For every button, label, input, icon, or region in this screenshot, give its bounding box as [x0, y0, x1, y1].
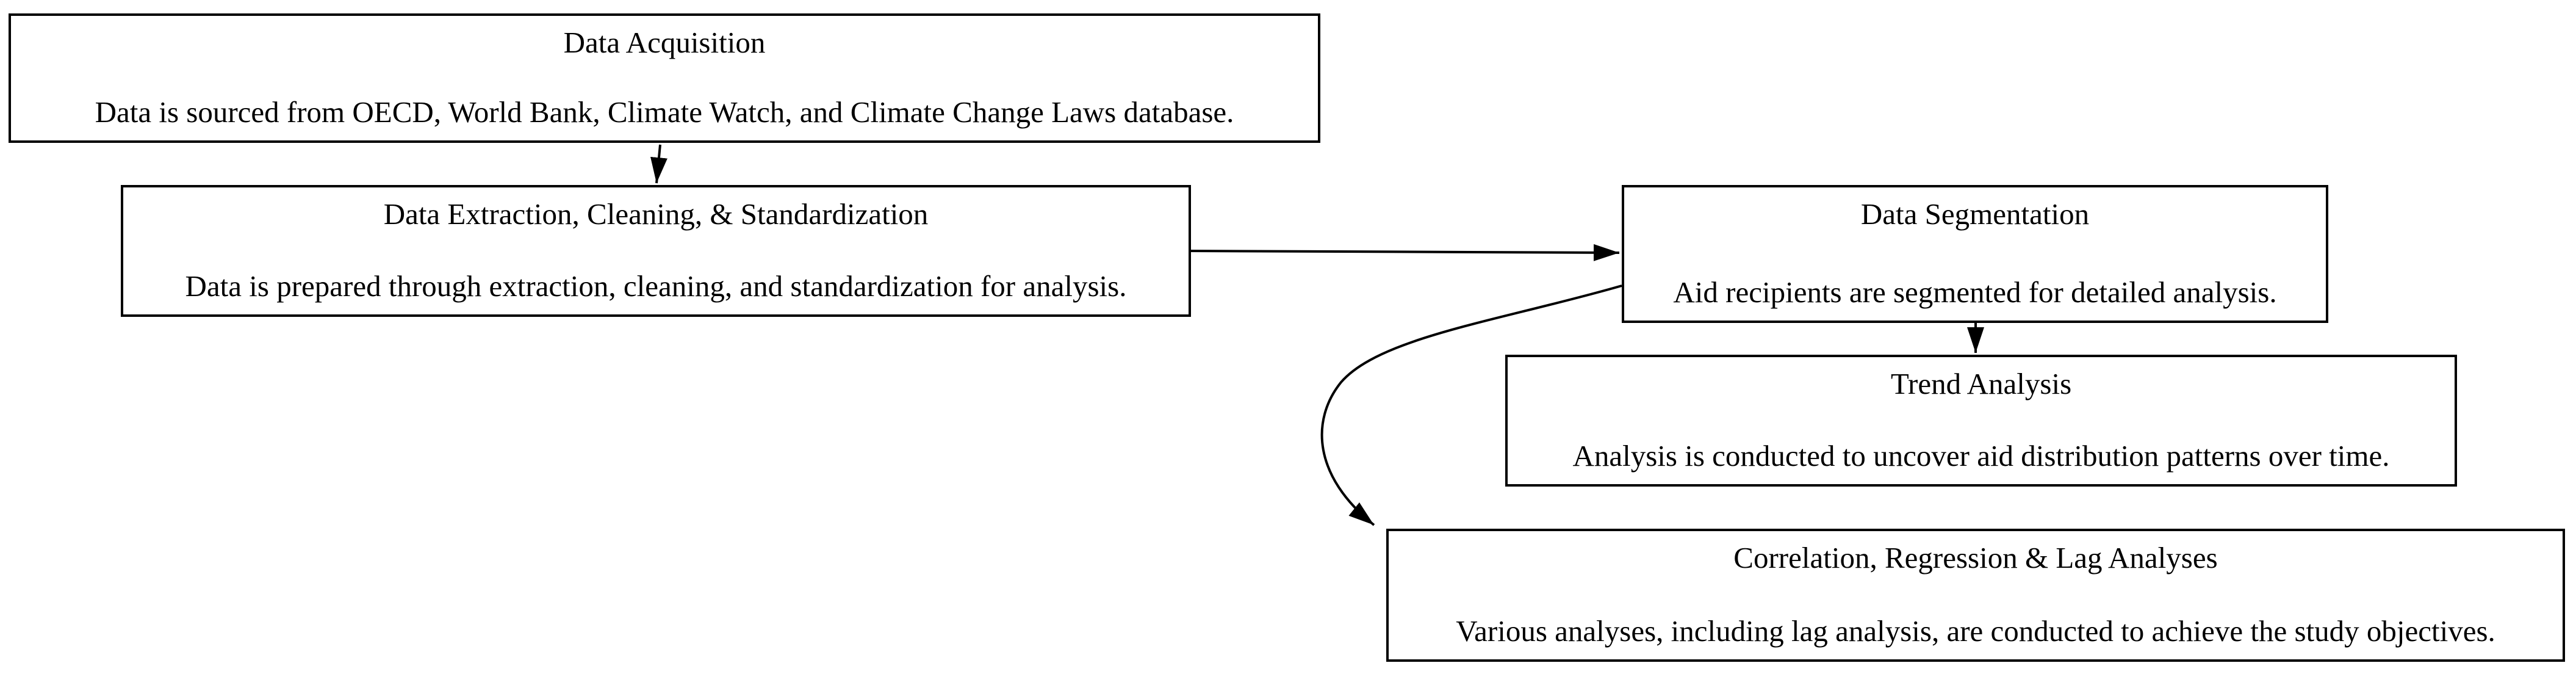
edge-extraction-to-segmentation	[1190, 244, 1620, 261]
edge-acquisition-to-extraction	[650, 144, 667, 184]
node-description: Analysis is conducted to uncover aid dis…	[1572, 438, 2390, 473]
node-title: Correlation, Regression & Lag Analyses	[1733, 541, 2218, 574]
node-description: Data is prepared through extraction, cle…	[185, 269, 1127, 303]
node-title: Data Segmentation	[1860, 197, 2090, 231]
node-title: Trend Analysis	[1890, 367, 2072, 400]
node-description: Aid recipients are segmented for detaile…	[1673, 275, 2277, 309]
node-data-segmentation: Data Segmentation Aid recipients are seg…	[1622, 185, 2328, 323]
node-trend-analysis: Trend Analysis Analysis is conducted to …	[1505, 355, 2457, 487]
node-data-extraction-cleaning-standardization: Data Extraction, Cleaning, & Standardiza…	[121, 185, 1191, 317]
node-correlation-regression-lag-analyses: Correlation, Regression & Lag Analyses V…	[1386, 529, 2565, 662]
node-title: Data Acquisition	[563, 26, 766, 59]
node-data-acquisition: Data Acquisition Data is sourced from OE…	[9, 13, 1320, 143]
node-description: Various analyses, including lag analysis…	[1456, 614, 2495, 648]
node-title: Data Extraction, Cleaning, & Standardiza…	[383, 197, 929, 231]
node-description: Data is sourced from OECD, World Bank, C…	[95, 95, 1234, 129]
